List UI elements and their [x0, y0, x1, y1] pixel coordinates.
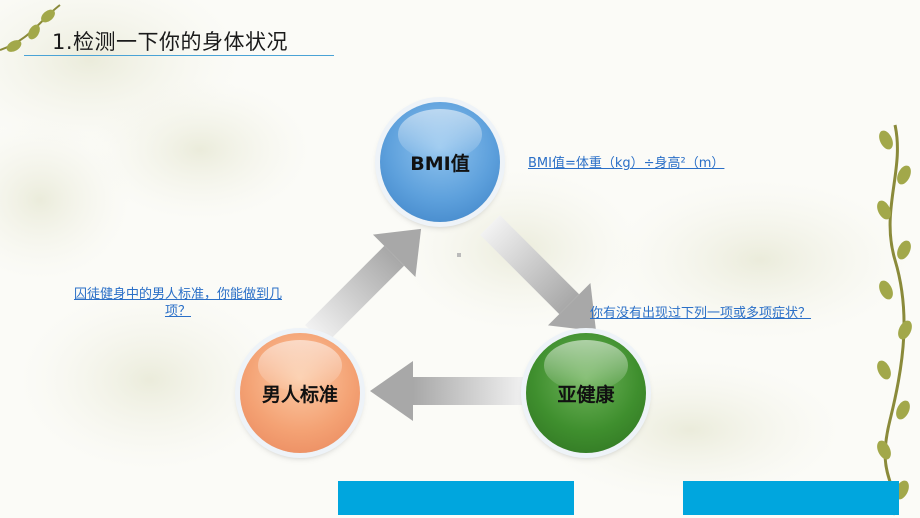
subhealth-question-link[interactable]: 你有没有出现过下列一项或多项症状？: [590, 306, 812, 321]
center-dot: [457, 253, 461, 257]
male-question-line1: 囚徒健身中的男人标准，你能做到几: [73, 287, 282, 302]
subhealth-node[interactable]: 亚健康: [526, 333, 646, 453]
bmi-formula-link[interactable]: BMI值=体重（kg）÷身高²（m）: [528, 156, 725, 171]
bmi-node[interactable]: BMI值: [380, 102, 500, 222]
bmi-node-label: BMI值: [410, 152, 470, 175]
bottom-bar-left: [338, 481, 574, 515]
title-underline: [24, 55, 334, 56]
bottom-bar-right: [683, 481, 899, 515]
page-title: 1.检测一下你的身体状况: [52, 30, 289, 54]
male-standard-node[interactable]: 男人标准: [240, 333, 360, 453]
subhealth-node-label: 亚健康: [557, 383, 615, 406]
arrow-bmi-to-subhealth: [480, 215, 597, 332]
male-standard-node-label: 男人标准: [261, 383, 338, 406]
arrow-male-to-bmi: [305, 228, 422, 345]
male-question-line2: 项？: [164, 304, 191, 319]
arrow-subhealth-to-male: [370, 361, 525, 421]
male-standard-question-link[interactable]: 囚徒健身中的男人标准，你能做到几 项？: [28, 286, 328, 320]
